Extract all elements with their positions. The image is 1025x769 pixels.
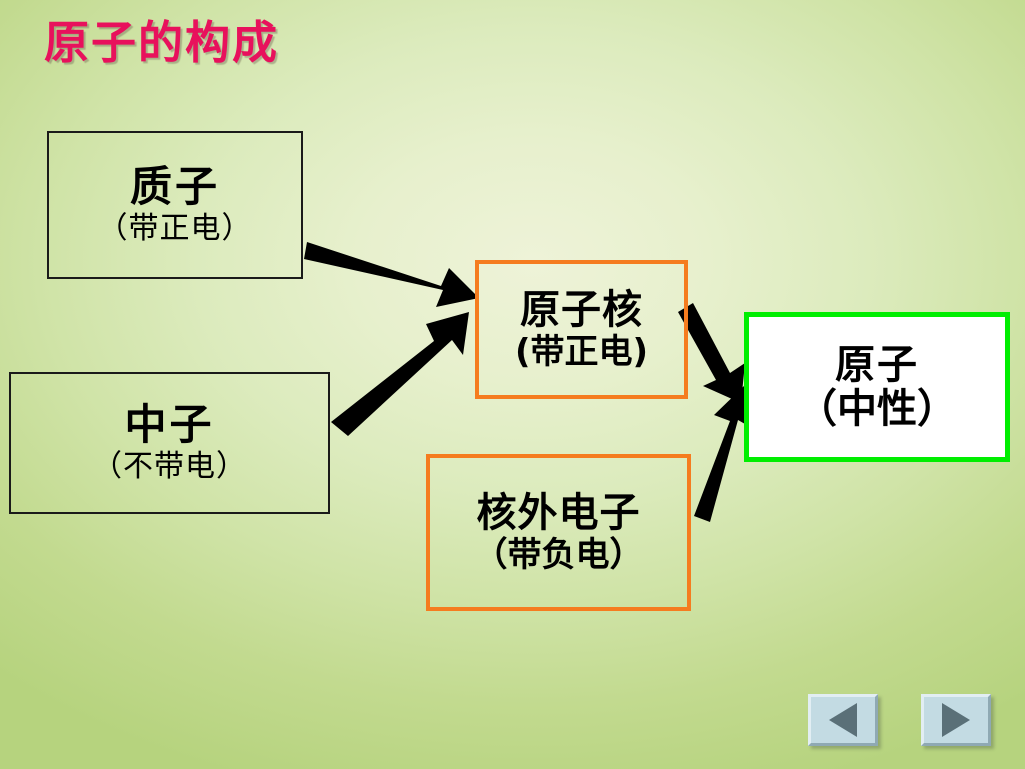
- arrow-nucleus-to-atom: [678, 303, 745, 403]
- triangle-right-icon: [942, 703, 970, 737]
- node-atom-charge: （中性）: [797, 386, 957, 432]
- previous-slide-button[interactable]: [808, 694, 878, 746]
- node-electron: 核外电子 （带负电）: [426, 454, 691, 611]
- node-proton: 质子 （带正电）: [47, 131, 303, 279]
- triangle-left-icon: [829, 703, 857, 737]
- node-neutron-title: 中子: [124, 399, 215, 449]
- arrow-neutron-to-nucleus: [331, 312, 469, 436]
- next-slide-button[interactable]: [921, 694, 991, 746]
- node-electron-charge: （带负电）: [473, 534, 644, 575]
- node-nucleus: 原子核 (带正电): [475, 260, 688, 399]
- node-neutron: 中子 （不带电）: [9, 372, 330, 514]
- node-neutron-charge: （不带电）: [92, 449, 247, 485]
- node-nucleus-title: 原子核: [520, 287, 643, 334]
- node-atom-title: 原子: [835, 341, 919, 388]
- node-nucleus-charge: (带正电): [514, 331, 649, 372]
- arrow-proton-to-nucleus: [304, 242, 479, 307]
- node-proton-charge: （带正电）: [97, 211, 253, 247]
- node-proton-title: 质子: [129, 161, 220, 211]
- slide-title: 原子的构成: [44, 16, 280, 69]
- node-electron-title: 核外电子: [476, 490, 641, 537]
- node-atom: 原子 （中性）: [744, 312, 1010, 462]
